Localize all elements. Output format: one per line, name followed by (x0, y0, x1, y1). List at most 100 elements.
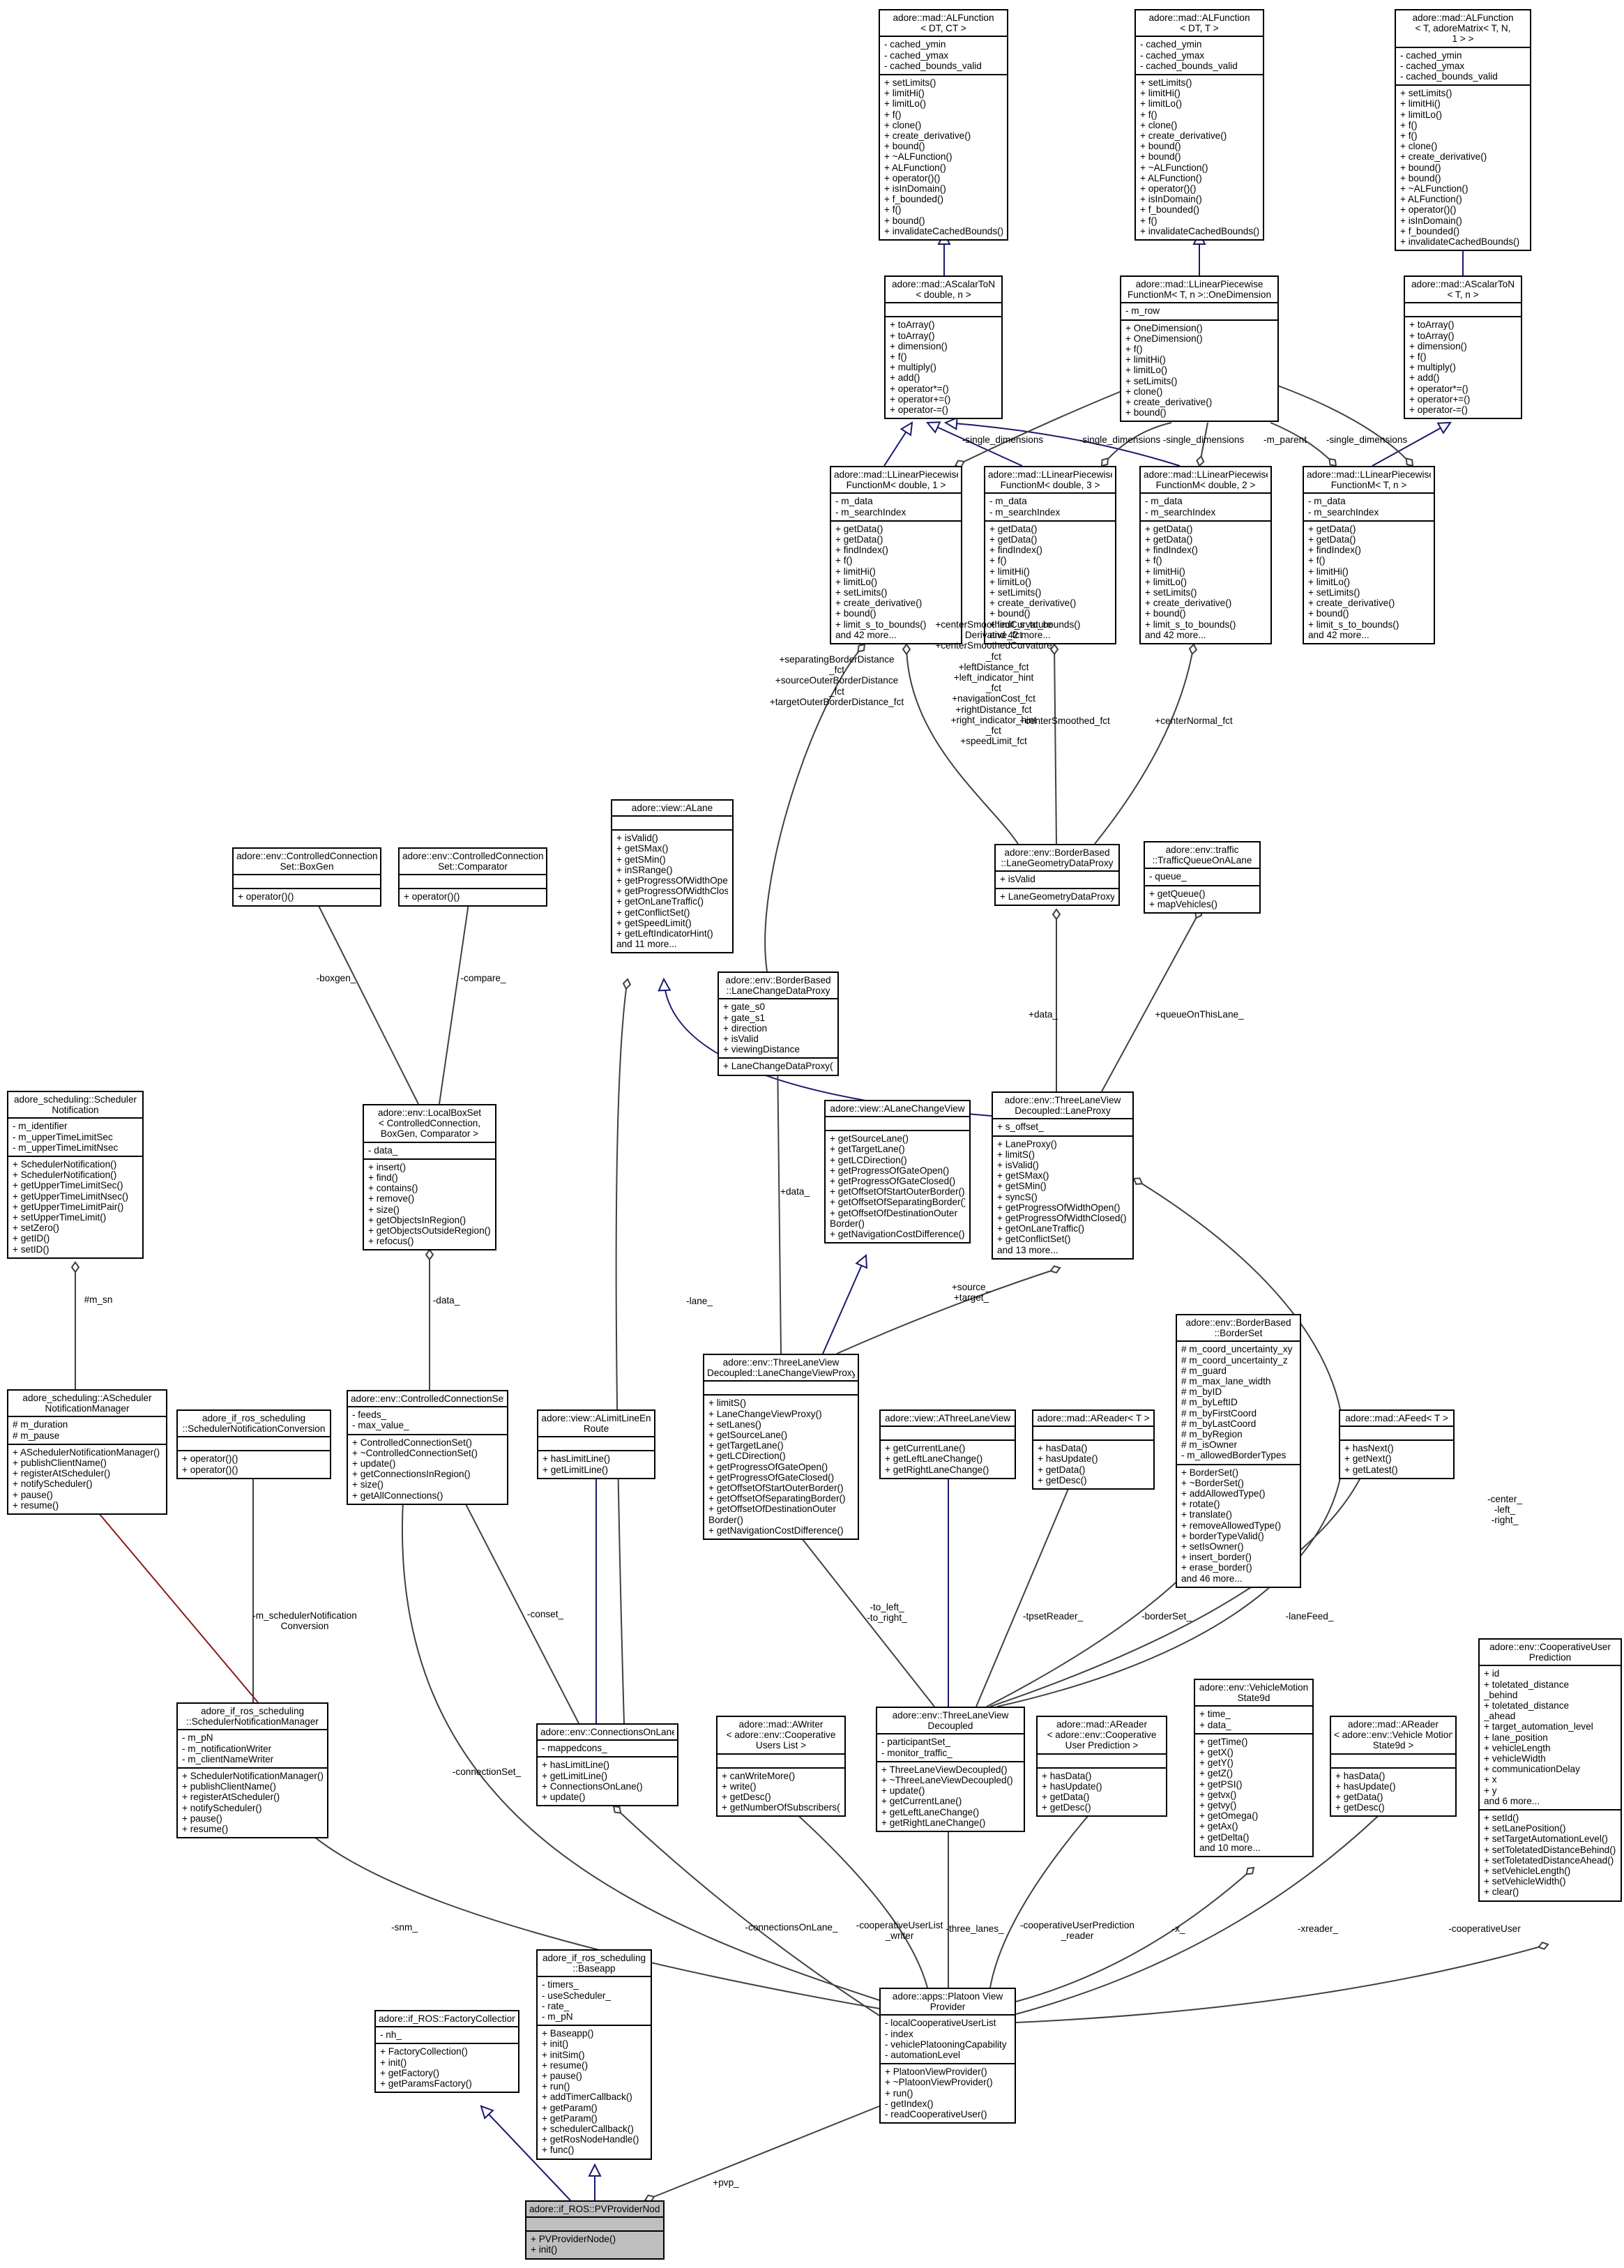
edge-label-line: +pvp_ (713, 2177, 739, 2188)
class-box-arvms[interactable]: adore::mad::AReader< adore::env::Vehicle… (1330, 1716, 1457, 1817)
method: + getNumberOfSubscribers() (722, 1802, 840, 1813)
method: + getConnectionsInRegion() (352, 1469, 471, 1480)
class-title-line: adore::if_ROS::PVProviderNode (529, 2204, 660, 2214)
class-box-areaderT[interactable]: adore::mad::AReader< T >+ hasData()+ has… (1032, 1409, 1155, 1490)
attribute: # m_coord_uncertainty_z (1181, 1354, 1288, 1366)
method: + resume() (542, 2059, 589, 2071)
aggregation-diamond (425, 1248, 434, 1261)
class-box-col[interactable]: adore::env::ConnectionsOnLane- mappedcon… (536, 1723, 678, 1807)
class-box-asc1[interactable]: adore::mad::AScalarToN< double, n >+ toA… (884, 275, 1003, 420)
method: + ALFunction() (884, 162, 946, 173)
class-title-line: < adore::env::Cooperative (1047, 1730, 1157, 1741)
edge-label-line: -single_dimensions (1326, 434, 1408, 445)
method: + limitLo() (884, 98, 927, 109)
class-box-athree[interactable]: adore::view::AThreeLaneView+ getCurrentL… (879, 1409, 1016, 1479)
class-box-awcul[interactable]: adore::mad::AWriter< adore::env::Coopera… (716, 1716, 846, 1817)
attribute: + isValid (723, 1034, 759, 1045)
class-attributes: - participantSet_- monitor_traffic_ (877, 1733, 1024, 1760)
method: + create_derivative() (1145, 598, 1232, 609)
method: + limitHi() (1140, 88, 1181, 99)
attribute: - index (885, 2028, 913, 2039)
class-box-asc2[interactable]: adore::mad::AScalarToN< T, n >+ toArray(… (1404, 275, 1522, 420)
class-box-snm[interactable]: adore_if_ros_scheduling::SchedulerNotifi… (176, 1702, 328, 1839)
edge-label-line: -laneFeed_ (1285, 1611, 1334, 1621)
method: + getOffsetOfStartOuterBorder() (708, 1483, 844, 1494)
class-box-snconv[interactable]: adore_if_ros_scheduling::SchedulerNotifi… (176, 1409, 331, 1479)
class-box-arcup[interactable]: adore::mad::AReader< adore::env::Coopera… (1036, 1716, 1167, 1817)
class-title: adore::mad::AReader< adore::env::Vehicle… (1331, 1717, 1455, 1753)
class-box-alane[interactable]: adore::view::ALane+ isValid()+ getSMax()… (611, 799, 734, 954)
attribute: # m_byLeftID (1181, 1397, 1238, 1408)
method: + f() (884, 109, 902, 120)
attribute: - m_upperTimeLimitSec (13, 1131, 113, 1142)
class-attributes (1340, 1426, 1453, 1439)
class-box-bblcdp[interactable]: adore::env::BorderBased::LaneChangeDataP… (718, 972, 839, 1076)
class-attributes: + time_+ data_ (1195, 1705, 1312, 1732)
method: + setLimits() (989, 587, 1042, 598)
class-methods: + LaneChangeDataProxy() (719, 1057, 837, 1074)
class-box-alf2[interactable]: adore::mad::ALFunction< DT, T >- cached_… (1134, 9, 1264, 241)
method: + pause() (542, 2071, 582, 2082)
class-box-tqol[interactable]: adore::env::traffic::TrafficQueueOnALane… (1144, 841, 1261, 914)
class-box-ccs[interactable]: adore::env::ControlledConnectionSet- fee… (347, 1390, 508, 1505)
class-box-afeedT[interactable]: adore::mad::AFeed< T >+ hasNext()+ getNe… (1339, 1409, 1455, 1479)
class-box-pvnode[interactable]: adore::if_ROS::PVProviderNode+ PVProvide… (525, 2200, 665, 2260)
method: + getData() (1145, 523, 1193, 534)
class-box-factory[interactable]: adore::if_ROS::FactoryCollection- nh_+ F… (374, 2010, 519, 2094)
edge-label-line: +centerSmoothedCurvature (935, 619, 1052, 630)
class-box-bblgdp[interactable]: adore::env::BorderBased::LaneGeometryDat… (994, 844, 1120, 906)
class-attributes (538, 1436, 654, 1450)
attribute: + target_automation_level (1484, 1721, 1593, 1732)
method: + getTargetLane() (830, 1144, 905, 1155)
class-title-line: adore::apps::Platoon View (892, 1991, 1003, 2002)
class-box-baseapp[interactable]: adore_if_ros_scheduling::Baseapp- timers… (536, 1949, 652, 2160)
method: + ~PlatoonViewProvider() (885, 2077, 993, 2088)
edge-label: -to_left_-to_right_ (867, 1602, 906, 1623)
method: + PlatoonViewProvider() (885, 2066, 987, 2078)
class-box-localboxset[interactable]: adore::env::LocalBoxSet< ControlledConne… (363, 1104, 496, 1251)
edge-label: -boxgen_ (317, 973, 356, 983)
method: + getConflictSet() (997, 1234, 1071, 1245)
association-edge (1101, 909, 1201, 1092)
edge-label-line: +centerSmoothedCurvature (935, 640, 1052, 651)
class-box-alf1[interactable]: adore::mad::ALFunction< DT, CT >- cached… (879, 9, 1008, 241)
edge-label-line: -to_right_ (867, 1612, 907, 1624)
edge-label: +separatingBorderDistance_fct+sourceOute… (770, 654, 904, 707)
method: + operator()() (182, 1464, 238, 1475)
class-title-line: adore::env::traffic (1165, 845, 1239, 855)
aggregation-diamond (70, 1261, 80, 1273)
method: + addAllowedType() (1181, 1488, 1266, 1499)
class-title-line: ::LaneGeometryDataProxy (1001, 858, 1114, 869)
method: + limitLo() (1140, 98, 1183, 109)
class-box-bbborder[interactable]: adore::env::BorderBased::BorderSet# m_co… (1176, 1314, 1301, 1588)
inheritance-edge (83, 1495, 259, 1703)
edge-label-line: -to_left_ (870, 1602, 904, 1612)
method: + clone() (1140, 119, 1178, 130)
method: + clone() (884, 119, 922, 130)
class-title-line: adore::mad::LLinearPiecewise (1135, 279, 1263, 289)
class-box-alcv[interactable]: adore::view::ALaneChangeView+ getSourceL… (824, 1100, 971, 1244)
class-attributes (612, 815, 732, 829)
association-edge (613, 1806, 880, 2016)
method: and 10 more... (1199, 1842, 1261, 1853)
class-box-alf3[interactable]: adore::mad::ALFunction< T, adoreMatrix< … (1395, 9, 1531, 252)
attribute: + s_offset_ (997, 1121, 1044, 1133)
method: + create_derivative() (989, 598, 1077, 609)
